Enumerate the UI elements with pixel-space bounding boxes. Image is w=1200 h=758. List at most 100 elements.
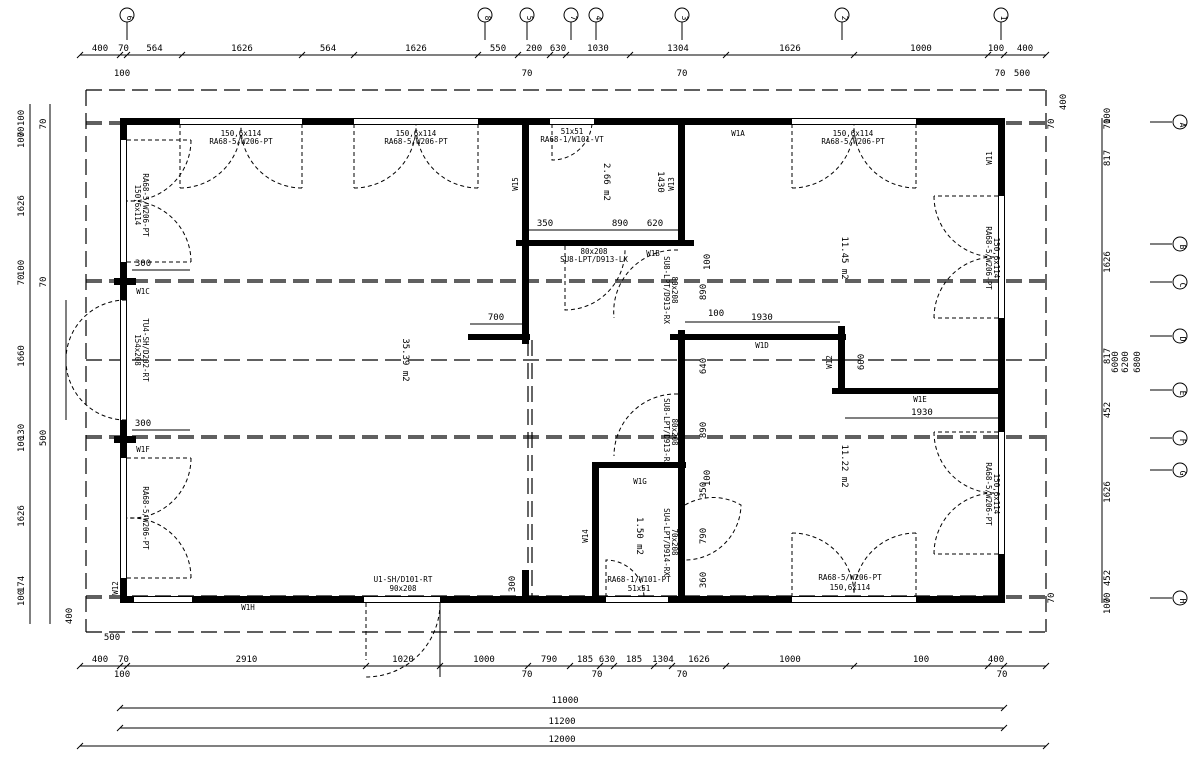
door-swing [365, 602, 441, 678]
opening-label: RA68-5/W206-PT [209, 137, 273, 146]
window-gap [121, 300, 126, 420]
wall-type-tag: W1B [646, 249, 660, 258]
opening-label: RA68-5/W206-PT [821, 137, 885, 146]
dim-inner: 100 [703, 254, 713, 270]
opening-label: RA68-1/W101-PT [607, 575, 671, 584]
dim-inner: 350 [537, 219, 553, 229]
dim-top-value: 550 [490, 44, 506, 54]
dim-tick [524, 662, 532, 670]
dim-inner: 890 [699, 422, 709, 438]
swing-arc [853, 123, 917, 189]
dim-tick [562, 51, 570, 59]
dim-top-value: 400 [1017, 44, 1033, 54]
opening-label: 154x208 [133, 334, 142, 366]
dim-right-value: 452 [1103, 402, 1113, 418]
dim-bottom-value: 70 [118, 655, 129, 665]
dim-inner: 640 [699, 358, 709, 374]
opening-label: SU8-LPT/D913-LX [560, 255, 628, 264]
dim-tick [178, 51, 186, 59]
wall-right [998, 118, 1005, 603]
swing-arc [933, 492, 999, 555]
dim-right-70: 70 [1047, 119, 1057, 130]
opening-label: RA68-5/W206-PT [384, 137, 448, 146]
room-area: 2.66 m2 [601, 163, 611, 201]
dim-bottom-value: 100 [913, 655, 929, 665]
opening-label: RA68-1/W101-VT [540, 135, 604, 144]
wall-1930b [832, 388, 1004, 394]
dim-top-value: 1626 [779, 44, 801, 54]
swing-arc [65, 361, 127, 421]
dim-top2-value: 500 [1014, 69, 1030, 79]
window-gap [121, 458, 126, 578]
opening-label: 80x208 [580, 247, 608, 256]
wall-type-tag: W11 [985, 151, 994, 165]
dim-tick [1000, 51, 1008, 59]
swing-arc [853, 532, 917, 598]
dim-top-value: 630 [550, 44, 566, 54]
opening-label: 150,6x114 [396, 129, 437, 138]
dim-bottom2-value: 70 [997, 670, 1008, 680]
dim-inner: 700 [488, 313, 504, 323]
dim-tick [1000, 724, 1008, 732]
dashed-grid-lines [85, 89, 1047, 633]
dim-tick [1042, 742, 1050, 750]
swing-arc [551, 123, 593, 161]
dim-bottom2-value: 100 [114, 670, 130, 680]
swing-arc [126, 200, 192, 263]
opening-label: SU4-LPT/D914-RX [662, 508, 671, 576]
opening-label: RA68-5/W206-PT [141, 486, 150, 550]
window-gap [792, 597, 916, 602]
axis-right-label: B [1178, 245, 1187, 250]
window-gap [999, 432, 1004, 554]
room-area: 11.45 m2 [839, 236, 849, 279]
axis-bubble [1172, 236, 1188, 252]
swing-arc [791, 123, 855, 189]
dim-tick [850, 662, 858, 670]
dim-inner: 360 [699, 572, 709, 588]
opening-label: SU8-LPT/D913-RX [662, 256, 671, 324]
axis-top-label: 7 [569, 16, 578, 21]
opening-label: RA68-5/W206-PT [141, 173, 150, 237]
axis-bubble [1172, 462, 1188, 478]
swing-arc [179, 123, 242, 189]
opening-label: RA68-5/W206-PT [818, 573, 882, 582]
swing-arc [933, 256, 999, 319]
axis-bubble [1172, 382, 1188, 398]
dim-500: 500 [104, 633, 120, 643]
dim-tick [362, 662, 370, 670]
dim-bottom2-value: 70 [592, 670, 603, 680]
dim-bottom-value: 400 [988, 655, 1004, 665]
axis-right-label: D [1178, 337, 1187, 342]
dim-top-value: 200 [526, 44, 542, 54]
wall-jog [838, 326, 845, 392]
dim-tick [984, 662, 992, 670]
dim-bottom-value: 630 [599, 655, 615, 665]
dim-bottom-value: 790 [541, 655, 557, 665]
wall-bottom [120, 596, 1005, 603]
axis-bubble [1172, 590, 1188, 606]
dim-tick [436, 662, 444, 670]
dim-tick [298, 51, 306, 59]
dim-tick [1042, 662, 1050, 670]
axis-right-label: A [1178, 123, 1187, 128]
dim-inner: 100 [703, 470, 713, 486]
window-gap [550, 119, 594, 124]
dim-tick [722, 662, 730, 670]
dim-inner: 600 [857, 354, 867, 370]
axis-top-label: 1 [999, 16, 1008, 21]
dim-top-value: 1304 [667, 44, 689, 54]
window-gap [134, 597, 192, 602]
opening-label: SU8-LPT/D913-RX [662, 398, 671, 466]
dim-inner: 300 [135, 259, 151, 269]
dim-inner: 1430 [655, 171, 665, 193]
dim-inner: 350 [699, 482, 709, 498]
dim-right-value: 70 [1103, 119, 1113, 130]
wall-1930a [670, 334, 846, 340]
opening-label: 70x208 [670, 528, 679, 556]
dim-tick [596, 662, 604, 670]
dim-bottom-value: 1304 [652, 655, 674, 665]
axis-right-label: C [1178, 283, 1187, 288]
dim-left-value: 400 [65, 608, 75, 624]
dim-left-value: 174 [17, 576, 27, 592]
wall-type-tag: W1A [731, 129, 745, 138]
